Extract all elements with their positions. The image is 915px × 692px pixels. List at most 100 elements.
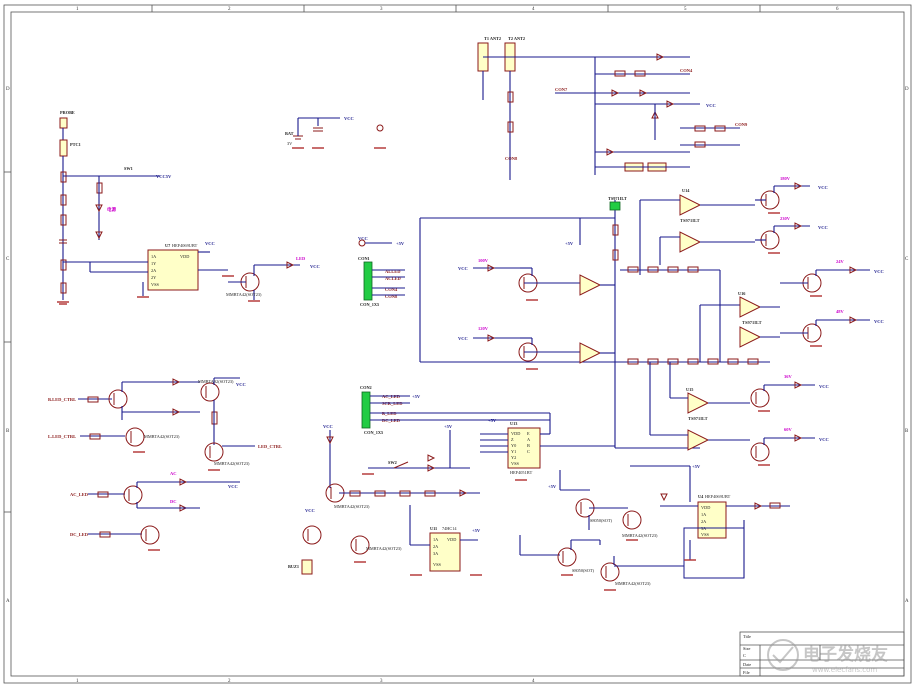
svg-text:2Y: 2Y [151,275,156,280]
bat-label: BAT [285,131,294,136]
svg-text:ALLED: ALLED [385,269,401,274]
opamp-u14: U14 TS971ILT [639,188,755,275]
svg-text:3A: 3A [433,551,439,556]
svg-text:VCC: VCC [458,266,468,271]
svg-text:1A: 1A [433,537,439,542]
resistor-r16 [60,259,67,271]
probe-input-section: PROBE PTC1 [57,110,81,305]
antenna-section: T1 ANT2 T2 ANT2 CON8 [477,36,595,180]
svg-text:TS971ILT: TS971ILT [688,416,708,421]
svg-text:CON_1X5: CON_1X5 [360,302,379,307]
opamp-u15: U15 TS971ILT [649,362,750,451]
svg-text:VSS: VSS [701,532,709,537]
zone-a: A [6,599,10,604]
svg-text:VCC: VCC [236,382,246,387]
svg-text:CON4: CON4 [680,68,693,73]
svg-text:Y1: Y1 [511,449,516,454]
svg-text:MMBTA42(SOT23): MMBTA42(SOT23) [226,292,262,297]
svg-text:180V: 180V [780,176,791,181]
svg-text:S8050(SOT): S8050(SOT) [590,518,613,523]
svg-text:DC: DC [170,499,177,504]
svg-text:CON8: CON8 [505,156,518,161]
zone-2-bottom: 2 [228,679,231,684]
lower-switch-section: +5V S8050(SOT) MMBTA42(SOT23) S8050(SOT)… [519,470,660,591]
size-value: C [743,653,746,658]
zone-5: 5 [684,7,687,12]
zone-d: D [6,87,10,92]
vcc5v-net-1: VCC5V [156,174,172,179]
svg-text:S8050(SOT): S8050(SOT) [572,568,595,573]
svg-text:CON9: CON9 [735,122,748,127]
u7-vcc: VCC [205,241,215,246]
led9-diode [286,261,295,269]
probe-tip [59,117,68,129]
zone-b: B [6,429,10,434]
zone-6: 6 [836,7,839,12]
zone-4-bottom: 4 [532,679,535,684]
u2-5v: +5V [565,241,574,246]
svg-text:TS971ILT: TS971ILT [742,320,762,325]
svg-text:VCC: VCC [819,437,829,442]
led-driver-section: B.LED_CTRL VCC MMBTA92(SOT23) L.LED_CTRL… [48,377,282,551]
connector-con1: CON1 ALLED ACLED CON4 CON8 CON_1X5 VCC +… [358,236,405,307]
svg-text:A: A [527,437,531,442]
indicator-120v: VCC 120V [458,326,615,370]
svg-text:MMBTA42(SOT23): MMBTA42(SOT23) [334,504,370,509]
zone-4: 4 [532,7,535,12]
svg-text:BUZ1: BUZ1 [288,564,299,569]
svg-text:120V: 120V [478,326,489,331]
ac-led-label: AC_LED [70,492,89,497]
svg-text:2A: 2A [701,519,707,524]
indicator-24v: 24V VCC [780,259,884,297]
svg-text:48V: 48V [836,309,845,314]
indicator-230v: 230V VCC [755,216,828,254]
led9-vcc: VCC [310,264,320,269]
svg-text:2A: 2A [151,268,157,273]
svg-text:MMBTA92(SOT23): MMBTA92(SOT23) [198,379,234,384]
resistor-r15 [60,214,67,226]
con1-5v: +5V [396,241,405,246]
svg-text:AC: AC [170,471,177,476]
bat-vcc: VCC [344,116,354,121]
zone-1-bottom: 1 [76,679,79,684]
led1-diode [95,204,103,213]
svg-text:+5V: +5V [472,528,481,533]
svg-text:Z: Z [511,437,514,442]
title-label: Title [743,634,751,639]
svg-text:3V: 3V [287,141,293,146]
svg-text:MMBTA42(SOT23): MMBTA42(SOT23) [214,461,250,466]
u7-ref: U7 [165,243,171,248]
svg-text:VCC: VCC [874,319,884,324]
svg-text:VDD: VDD [511,431,520,436]
svg-text:CON7: CON7 [555,87,568,92]
zone-markers-side: D C B A D C B A [6,87,909,604]
svg-text:TS971ILT: TS971ILT [680,218,700,223]
svg-text:CON2: CON2 [360,385,372,390]
svg-text:CON1: CON1 [358,256,370,261]
led-ctrl-label: LED_CTRL [258,444,282,449]
svg-text:VCC: VCC [458,336,468,341]
svg-text:T1 ANT2: T1 ANT2 [484,36,501,41]
zone-d-right: D [905,87,909,92]
zone-3: 3 [380,7,383,12]
resistor-r13 [60,171,67,183]
b-led-ctrl-label: B.LED_CTRL [48,397,76,402]
svg-text:MMBTA42(SOT23): MMBTA42(SOT23) [615,581,651,586]
sheet-border [3,4,912,684]
transistor-q4: MMBTA42(SOT23) LED VCC [226,256,320,302]
svg-text:CON_1X5: CON_1X5 [364,430,383,435]
svg-text:T2 ANT2: T2 ANT2 [508,36,525,41]
svg-text:24V: 24V [836,259,845,264]
zone-b-right: B [905,429,909,434]
svg-text:VDD: VDD [701,505,710,510]
svg-text:MMBTA42(SOT23): MMBTA42(SOT23) [366,546,402,551]
con1-vcc: VCC [358,236,368,241]
sw1-label: SW1 [124,166,133,171]
svg-text:HEF4069UBT: HEF4069UBT [705,494,731,499]
title-block: Title Size C Date File [739,631,905,677]
svg-text:VCC: VCC [818,225,828,230]
zone-a-right: A [905,599,909,604]
sheet-inner-border [10,11,905,677]
svg-text:U14: U14 [682,188,690,193]
